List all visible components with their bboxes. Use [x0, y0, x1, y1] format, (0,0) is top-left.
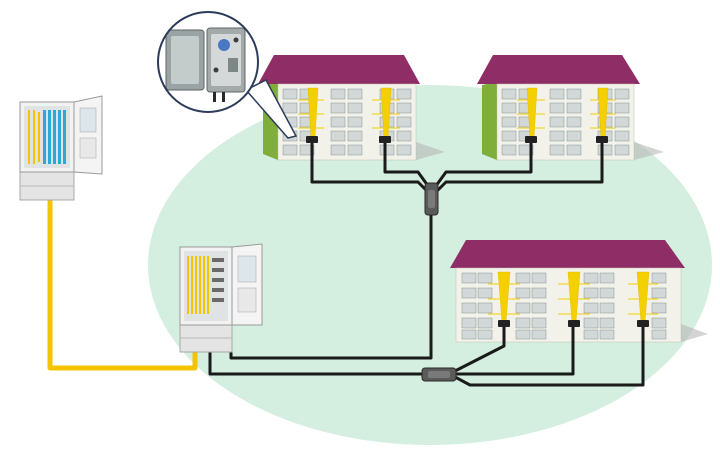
fiber-termination-box-icon — [306, 136, 318, 143]
fiber-distribution-cabinet-icon — [179, 243, 263, 353]
fiber-termination-box-icon — [525, 136, 537, 143]
apartment-building-2 — [477, 55, 664, 161]
fiber-termination-box-icon — [568, 320, 580, 327]
fiber-termination-box-icon — [165, 27, 246, 102]
termination-box-callout — [157, 11, 298, 139]
apartment-building-3 — [450, 240, 708, 343]
fiber-distribution-cabinet-icon — [19, 95, 103, 201]
feeder-fiber — [47, 198, 198, 371]
fiber-termination-box-icon — [498, 320, 510, 327]
fiber-termination-box-icon — [379, 136, 391, 143]
fiber-termination-box-icon — [637, 320, 649, 327]
floor-branch-fibers — [488, 283, 658, 315]
floor-branch-fibers — [298, 99, 400, 129]
splice-closure-icon — [421, 367, 457, 382]
apartment-building-1 — [258, 55, 445, 161]
fiber-termination-box-icon — [596, 136, 608, 143]
splice-closure-icon — [424, 182, 439, 216]
building-windows — [461, 272, 667, 340]
floor-branch-fibers — [517, 99, 616, 129]
drop-cables — [208, 143, 645, 387]
